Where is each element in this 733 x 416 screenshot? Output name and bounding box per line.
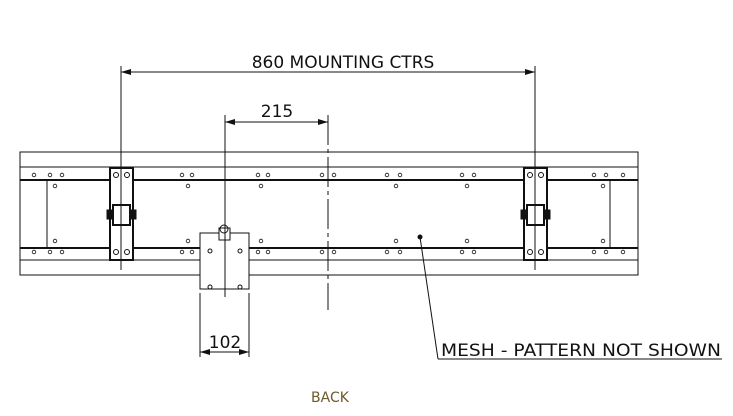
- frame-holes: [31, 172, 626, 255]
- dim-label-102: 102: [209, 333, 241, 353]
- mesh-leader: [417, 234, 722, 360]
- dim-label-860: 860 MOUNTING CTRS: [252, 53, 435, 73]
- dim-label-215: 215: [261, 102, 293, 122]
- extension-lines: [120, 66, 536, 357]
- view-label: BACK: [311, 390, 350, 406]
- mesh-note: MESH - PATTERN NOT SHOWN: [441, 341, 721, 361]
